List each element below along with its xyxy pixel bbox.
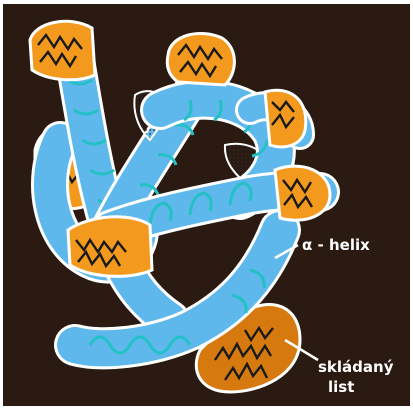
beta-sheet-right-upper bbox=[265, 90, 306, 147]
helix-label: α - helix bbox=[302, 236, 370, 254]
sheet-label-line1: skládaný bbox=[318, 358, 394, 376]
sheet-label-line2: list bbox=[328, 378, 354, 396]
beta-sheet-top-left bbox=[30, 21, 95, 79]
beta-sheet-top-center bbox=[167, 33, 234, 85]
beta-sheet-right-middle bbox=[275, 166, 330, 220]
beta-sheet-middle-left bbox=[68, 217, 152, 277]
